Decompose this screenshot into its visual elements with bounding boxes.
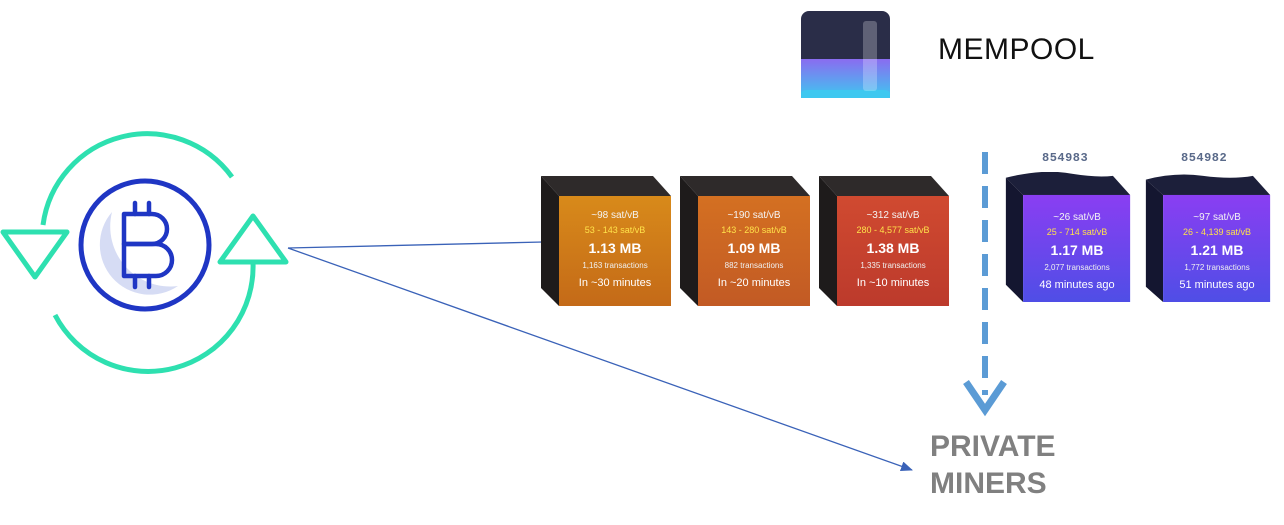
- mempool-block-2[interactable]: ~190 sat/vB 143 - 280 sat/vB 1.09 MB 882…: [680, 176, 810, 306]
- block-transactions: 1,335 transactions: [860, 261, 926, 270]
- dashed-arrow-head: [963, 380, 1007, 417]
- block-median-fee: ~312 sat/vB: [866, 210, 920, 221]
- block-face: ~312 sat/vB 280 - 4,577 sat/vB 1.38 MB 1…: [837, 196, 949, 306]
- mined-block-1[interactable]: ~26 sat/vB 25 - 714 sat/vB 1.17 MB 2,077…: [1003, 172, 1133, 302]
- block-cube-shape: [680, 176, 810, 306]
- block-median-fee: ~98 sat/vB: [591, 210, 639, 221]
- block-size: 1.38 MB: [866, 240, 920, 256]
- block-eta: In ~10 minutes: [856, 277, 930, 289]
- block-face: ~98 sat/vB 53 - 143 sat/vB 1.13 MB 1,163…: [559, 196, 671, 306]
- mempool-block-1[interactable]: ~98 sat/vB 53 - 143 sat/vB 1.13 MB 1,163…: [541, 176, 671, 306]
- block-height-854982[interactable]: 854982: [1181, 151, 1228, 165]
- block-median-fee: ~97 sat/vB: [1193, 212, 1241, 223]
- block-size: 1.17 MB: [1050, 242, 1104, 258]
- block-transactions: 882 transactions: [724, 261, 784, 270]
- bitcoin-cycle-icon: [0, 110, 300, 380]
- mempool-block-3[interactable]: ~312 sat/vB 280 - 4,577 sat/vB 1.38 MB 1…: [819, 176, 949, 306]
- block-fee-range: 25 - 714 sat/vB: [1046, 227, 1108, 237]
- block-cube-shape: [819, 176, 949, 306]
- block-median-fee: ~190 sat/vB: [727, 210, 781, 221]
- block-transactions: 1,163 transactions: [582, 261, 648, 270]
- block-median-fee: ~26 sat/vB: [1053, 212, 1101, 223]
- block-cube-shape: [541, 176, 671, 306]
- block-eta: In ~20 minutes: [717, 277, 791, 289]
- block-face: ~190 sat/vB 143 - 280 sat/vB 1.09 MB 882…: [698, 196, 810, 306]
- connector-line-to-mempool: [287, 241, 544, 249]
- block-eta: In ~30 minutes: [578, 277, 652, 289]
- block-size: 1.21 MB: [1190, 242, 1244, 258]
- block-transactions: 1,772 transactions: [1184, 263, 1250, 272]
- block-face: ~26 sat/vB 25 - 714 sat/vB 1.17 MB 2,077…: [1021, 198, 1133, 308]
- bitcoin-symbol: [121, 200, 175, 290]
- block-cube-shape: [1145, 174, 1271, 302]
- block-fee-range: 26 - 4,139 sat/vB: [1182, 227, 1252, 237]
- mempool-logo-icon: [801, 11, 890, 98]
- private-miners-line2: MINERS: [930, 467, 1047, 500]
- block-face: ~97 sat/vB 26 - 4,139 sat/vB 1.21 MB 1,7…: [1161, 198, 1273, 308]
- block-fee-range: 143 - 280 sat/vB: [721, 225, 787, 235]
- block-size: 1.09 MB: [727, 240, 781, 256]
- block-cube-shape: [1005, 172, 1131, 302]
- block-size: 1.13 MB: [588, 240, 642, 256]
- block-fee-range: 280 - 4,577 sat/vB: [856, 225, 930, 235]
- private-miners-line1: PRIVATE: [930, 430, 1056, 463]
- mempool-title: MEMPOOL: [938, 33, 1095, 66]
- block-age: 48 minutes ago: [1039, 279, 1115, 291]
- mined-block-2[interactable]: ~97 sat/vB 26 - 4,139 sat/vB 1.21 MB 1,7…: [1143, 172, 1273, 302]
- block-transactions: 2,077 transactions: [1044, 263, 1110, 272]
- block-height-854983[interactable]: 854983: [1042, 151, 1089, 165]
- block-age: 51 minutes ago: [1179, 279, 1255, 291]
- private-miners-label: PRIVATE MINERS: [930, 428, 1056, 502]
- block-fee-range: 53 - 143 sat/vB: [584, 225, 646, 235]
